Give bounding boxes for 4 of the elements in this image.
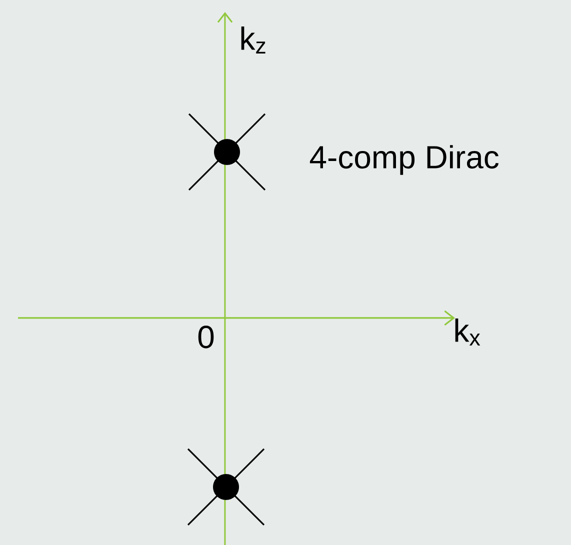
point-label: 4-comp Dirac — [310, 145, 499, 175]
axis-label: k$_{x}$ — [455, 318, 480, 346]
origin-label: 0 — [198, 326, 214, 348]
axis-label: k$_{z}$ — [241, 26, 266, 54]
